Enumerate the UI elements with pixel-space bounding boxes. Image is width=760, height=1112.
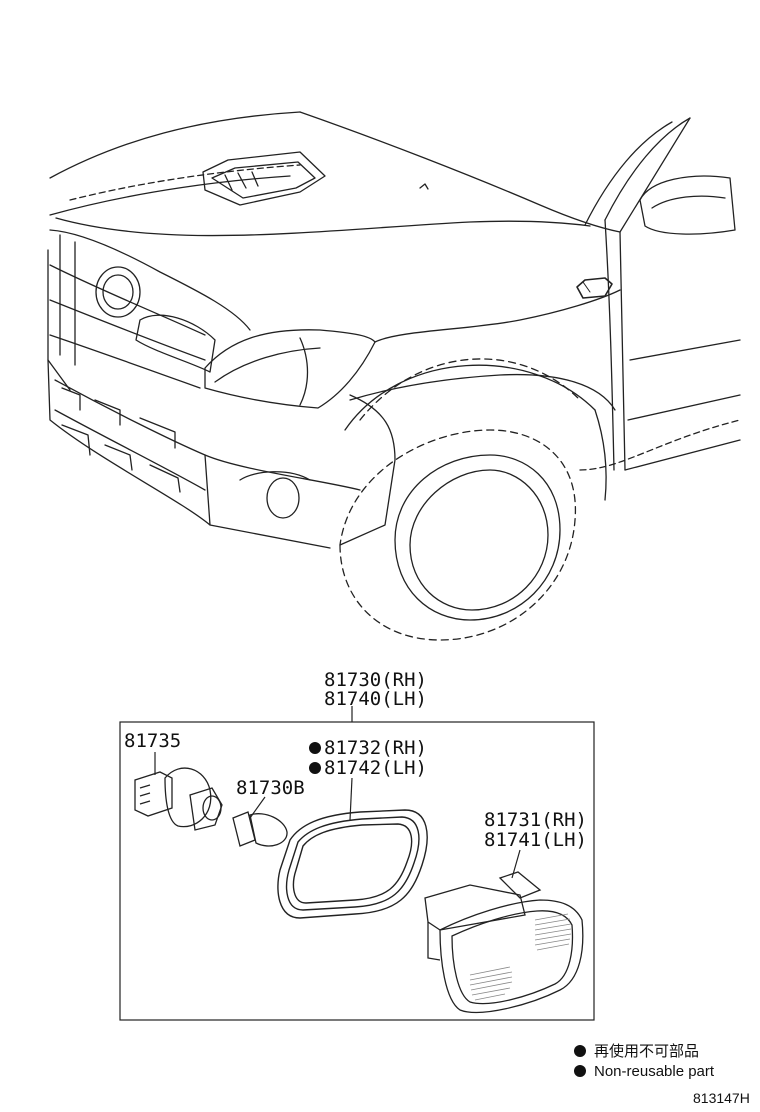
lens-part xyxy=(424,871,584,1014)
legend-english: Non-reusable part xyxy=(594,1063,715,1080)
assembly-lh-label: 81740(LH) xyxy=(324,688,427,710)
assembly-rh-label: 81730(RH) xyxy=(324,669,427,691)
gasket-lh-label: 81742(LH) xyxy=(324,757,427,779)
lens-rh-label: 81731(RH) xyxy=(484,809,587,831)
gasket-rh-label: 81732(RH) xyxy=(324,737,427,759)
non-reusable-marker-icon xyxy=(309,762,321,774)
lens-lh-label: 81741(LH) xyxy=(484,829,587,851)
non-reusable-marker-icon xyxy=(309,742,321,754)
gasket-part xyxy=(277,809,428,919)
socket-part xyxy=(134,767,223,831)
legend-bullet-icon xyxy=(574,1045,586,1057)
legend-bullet-icon xyxy=(574,1065,586,1077)
vehicle-illustration xyxy=(47,111,741,641)
legend-japanese: 再使用不可部品 xyxy=(594,1043,699,1060)
illustration-code: 813147H xyxy=(693,1090,750,1106)
bulb-label: 81730B xyxy=(236,777,305,799)
socket-label: 81735 xyxy=(124,730,181,752)
bulb-part xyxy=(232,811,288,847)
